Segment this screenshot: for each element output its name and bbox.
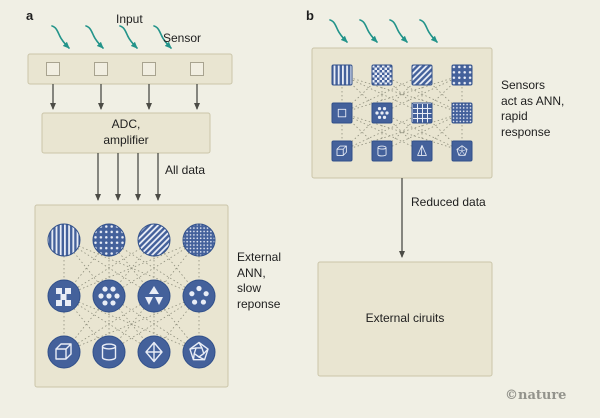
input-arrow-icon (389, 19, 408, 43)
ann-node-cube-3d-icon (47, 335, 81, 369)
ann-node-circles-ring-icon (371, 102, 393, 124)
external-ann-network (47, 223, 216, 369)
adc-amplifier-label: ADC, amplifier (103, 117, 149, 147)
ann-node-pyramid-3d-icon (411, 140, 433, 162)
ann-node-dodecahedron-3d-icon (182, 335, 216, 369)
ann-node-stripes-vertical-icon (47, 223, 81, 257)
sensor-ann-network (331, 64, 473, 162)
input-arrow-icon (51, 25, 70, 49)
ann-node-cube-3d-icon (331, 140, 353, 162)
input-arrow-icon (329, 19, 348, 43)
sensor-cell (142, 62, 156, 76)
ann-node-pentagon-3d-icon (451, 140, 473, 162)
input-arrow-icon (153, 25, 172, 49)
external-ann-caption: External ANN, slow reponse (237, 250, 282, 311)
external-circuits-label: External ciruits (365, 311, 445, 325)
panel-b-label: b (306, 8, 314, 23)
ann-node-stripes-diagonal-icon (137, 223, 171, 257)
adc-to-ann-arrows (95, 153, 161, 201)
input-arrow-icon (85, 25, 104, 49)
ann-node-stripes-diagonal-icon (411, 64, 433, 86)
ann-node-cylinder-3d-icon (371, 140, 393, 162)
ann-node-dots-icon (451, 64, 473, 86)
ann-node-dots-icon (92, 223, 126, 257)
ann-node-dots-fine-icon (451, 102, 473, 124)
ann-node-circles-ring-icon (92, 279, 126, 313)
reduced-data-label: Reduced data (411, 195, 486, 209)
ann-node-grid-pattern-icon (411, 102, 433, 124)
input-arrows-b (329, 19, 438, 43)
ann-node-cylinder-3d-icon (92, 335, 126, 369)
input-arrow-icon (359, 19, 378, 43)
sensor-cell (94, 62, 108, 76)
input-arrow-icon (119, 25, 138, 49)
sensor-cell (190, 62, 204, 76)
ann-node-inner-square-icon (331, 102, 353, 124)
adc-amplifier-box (41, 112, 211, 154)
nature-credit: ©nature (505, 388, 567, 403)
ann-node-octahedron-3d-icon (137, 335, 171, 369)
sensor-array-bar (27, 53, 233, 85)
ann-node-triangles-pattern-icon (137, 279, 171, 313)
sensor-label: Sensor (163, 31, 202, 45)
panel-a-label: a (26, 8, 34, 23)
ann-node-stripes-vertical-icon (331, 64, 353, 86)
all-data-label: All data (165, 163, 206, 177)
ann-node-pentagon-dots-icon (182, 279, 216, 313)
external-ann-box (34, 204, 229, 388)
input-label: Input (116, 12, 143, 26)
ann-node-checker-icon (371, 64, 393, 86)
ann-node-dots-fine-icon (182, 223, 216, 257)
input-arrows-a (51, 25, 172, 49)
external-circuits-box (317, 261, 493, 377)
sensor-cell (46, 62, 60, 76)
sensor-to-adc-arrows (50, 84, 200, 110)
input-arrow-icon (419, 19, 438, 43)
sensors-ann-caption: Sensors act as ANN, rapid response (501, 78, 565, 139)
ann-node-squares-pattern-icon (47, 279, 81, 313)
